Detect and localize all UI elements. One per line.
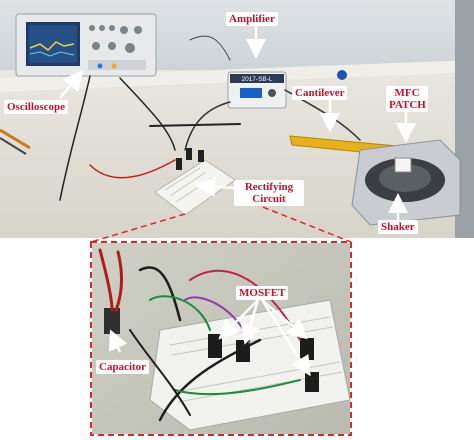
label-rectifying-circuit: Rectifying Circuit (234, 180, 304, 206)
mosfet-4 (305, 372, 319, 392)
inset-frame (90, 241, 352, 436)
oscilloscope-device (15, 13, 157, 77)
mosfet-3 (300, 338, 314, 360)
wire-bundle (0, 128, 31, 155)
label-rectifying-line2: Circuit (252, 193, 286, 205)
label-capacitor: Capacitor (96, 360, 150, 374)
shaker-device (351, 139, 461, 226)
amplifier-device: 2017-SB-L (227, 71, 287, 109)
capacitor-body (104, 308, 120, 334)
inset-photo (90, 241, 352, 436)
mosfet-1 (208, 334, 222, 358)
label-amplifier: Amplifier (226, 12, 278, 26)
blue-component (337, 70, 347, 80)
label-cantilever: Cantilever (292, 86, 348, 100)
annotation-arrows (59, 26, 416, 377)
amplifier-panel-text: 2017-SB-L (241, 76, 272, 83)
label-mfc-patch: MFC PATCH (386, 86, 428, 112)
label-mfc-line2: PATCH (389, 99, 426, 111)
zoom-line-left (90, 213, 186, 243)
label-oscilloscope: Oscilloscope (4, 100, 69, 114)
label-rectifying-line1: Rectifying (244, 181, 294, 193)
label-shaker: Shaker (378, 220, 418, 234)
label-mfc-line1: MFC (394, 87, 420, 99)
label-mosfet: MOSFET (236, 286, 289, 300)
